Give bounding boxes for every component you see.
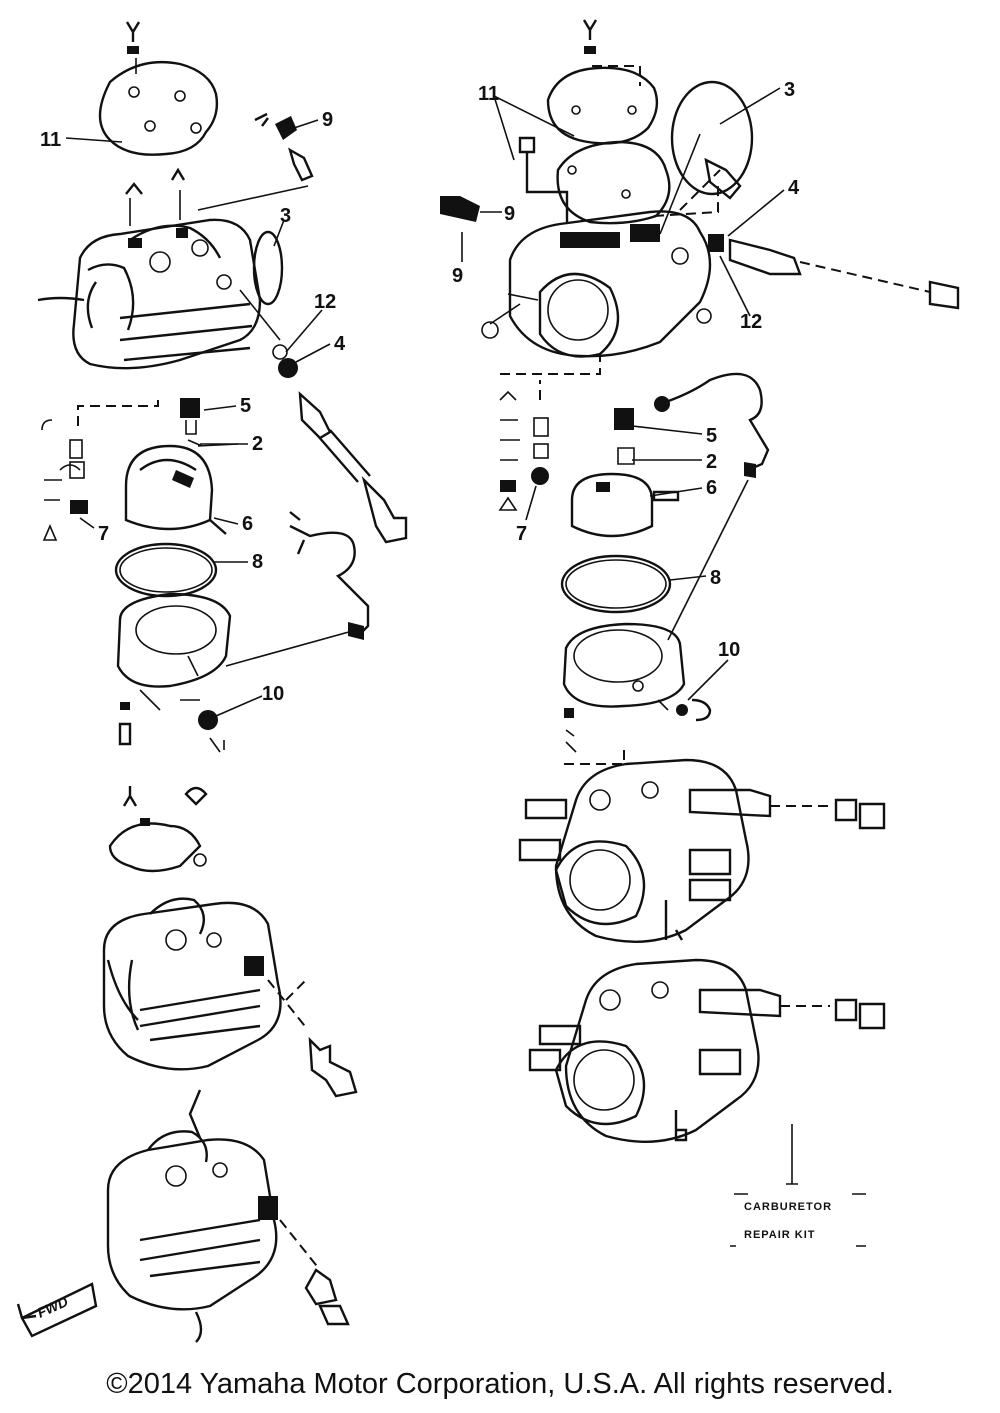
callout-4-left: 4 [334,333,346,355]
callout-3-left: 3 [280,205,291,227]
callout-12-left: 12 [314,291,336,313]
callout-8-left: 8 [252,551,263,573]
exploded-parts-diagram: 11 9 3 12 4 5 2 6 8 7 10 11 3 4 9 9 12 5… [16,19,960,1343]
callout-12-right: 12 [740,311,762,333]
right-exploded-carburetor [440,19,960,765]
right-assembled-carburetors [518,758,886,1143]
callout-8-right: 8 [710,567,721,589]
callout-9-right-upper: 9 [504,203,515,225]
left-assembled-carburetors [102,786,358,1343]
callout-10-left: 10 [262,683,284,705]
callout-9-right: 9 [452,265,463,287]
callout-5-left: 5 [240,395,251,417]
repair-kit-line-2: REPAIR KIT [744,1229,816,1241]
repair-kit-line-1: CARBURETOR [744,1201,832,1213]
callout-11-right: 11 [478,83,499,105]
callout-10-right: 10 [718,639,740,661]
repair-kit-label: CARBURETOR REPAIR KIT [730,1193,866,1247]
callout-5-right: 5 [706,425,717,447]
callout-9-left: 9 [322,109,333,131]
callout-6-left: 6 [242,513,253,535]
fwd-label: FWD [35,1293,71,1321]
callout-4-right: 4 [788,177,800,199]
callout-3-right: 3 [784,79,795,101]
callout-7-right: 7 [516,523,527,545]
callout-leaders [65,87,798,1185]
callout-6-right: 6 [706,477,717,499]
callout-labels: 11 9 3 12 4 5 2 6 8 7 10 11 3 4 9 9 12 5… [40,79,800,705]
callout-7-left: 7 [98,523,109,545]
left-exploded-carburetor [37,21,408,753]
copyright-notice: ©2014 Yamaha Motor Corporation, U.S.A. A… [106,1368,894,1400]
fwd-arrow-icon: FWD [16,1282,98,1338]
callout-2-right: 2 [706,451,717,473]
callout-2-left: 2 [252,433,263,455]
callout-11-left: 11 [40,129,61,151]
